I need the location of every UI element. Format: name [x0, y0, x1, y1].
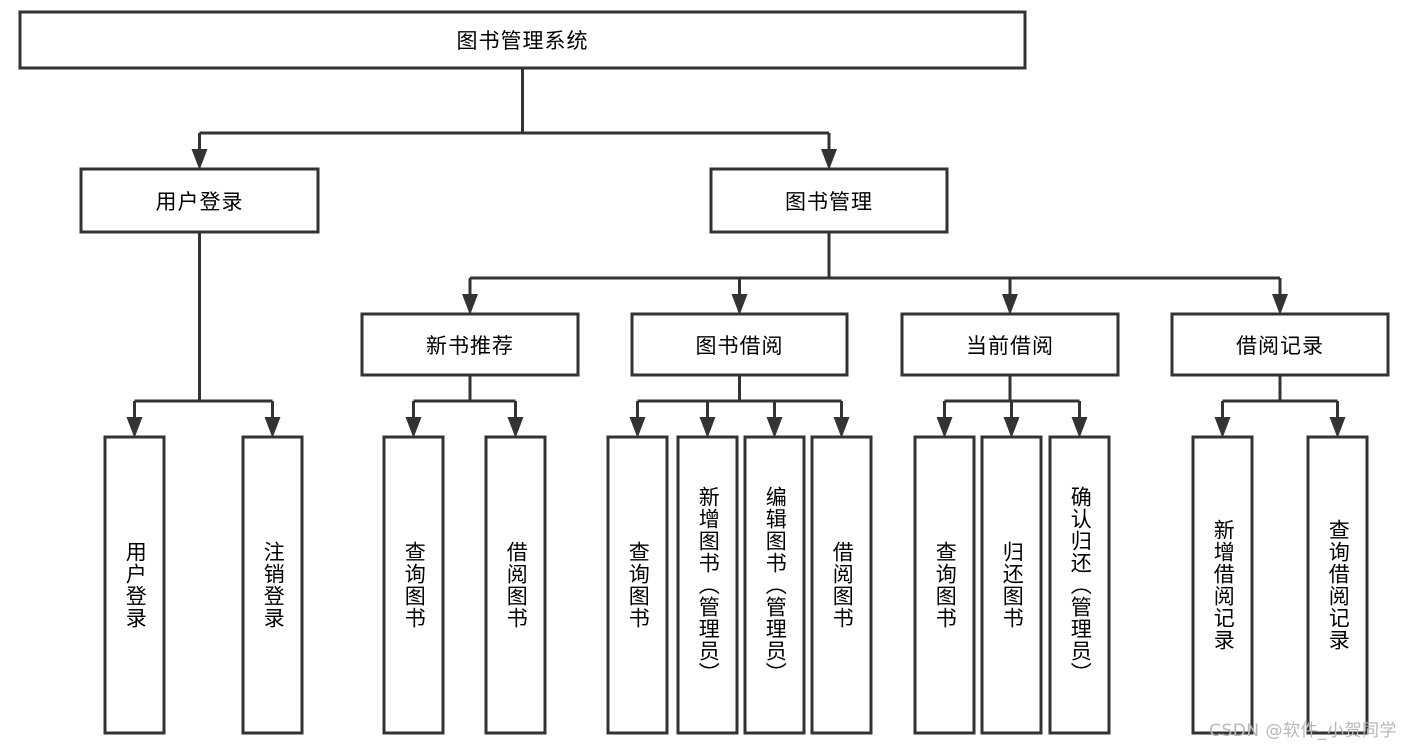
node-box-leaf-rec-borrow-book	[484, 435, 547, 735]
csdn-watermark: CSDN @软件_小贺同学	[1209, 721, 1397, 741]
arrow-head-l2-book-borrow-0	[629, 417, 646, 438]
arrow-head-l2-current-borrow-0	[936, 417, 953, 438]
arrow-head-l2-borrow-record-0	[1214, 417, 1231, 438]
node-box-leaf-bb-borrow-book	[810, 435, 873, 735]
node-box-l2-current-borrow	[900, 312, 1120, 377]
node-box-leaf-cb-query-book	[913, 435, 976, 735]
node-box-layer	[18, 10, 1390, 735]
arrow-head-l1-user-login-0	[126, 417, 143, 438]
arrow-head-l2-current-borrow-2	[1071, 417, 1088, 438]
arrow-head-l2-book-borrow-3	[833, 417, 850, 438]
arrow-head-l1-book-mgmt-2	[1002, 294, 1018, 315]
node-box-leaf-user-login	[103, 435, 166, 735]
connector-layer	[126, 68, 1346, 438]
node-box-l1-user-login	[79, 167, 320, 234]
arrow-head-l2-borrow-record-1	[1329, 417, 1346, 438]
arrow-head-root-0	[191, 149, 208, 170]
node-box-root	[18, 10, 1027, 70]
node-box-leaf-br-query-record	[1306, 435, 1369, 735]
arrow-head-l2-new-book-rec-1	[507, 417, 524, 438]
node-box-l2-borrow-record	[1170, 312, 1390, 377]
arrow-head-l1-book-mgmt-1	[731, 294, 748, 315]
arrow-head-root-1	[821, 149, 837, 170]
arrow-head-l2-book-borrow-1	[699, 417, 716, 438]
arrow-head-l1-book-mgmt-0	[462, 294, 478, 315]
node-box-leaf-logout	[241, 435, 304, 735]
node-box-leaf-cb-confirm-return	[1048, 435, 1111, 735]
node-box-leaf-bb-add-book	[676, 435, 739, 735]
node-box-leaf-bb-edit-book	[743, 435, 806, 735]
node-box-leaf-cb-return-book	[980, 435, 1043, 735]
node-box-leaf-br-add-record	[1191, 435, 1254, 735]
node-box-leaf-rec-query-book	[382, 435, 445, 735]
node-box-l1-book-mgmt	[709, 167, 949, 234]
arrow-head-l2-new-book-rec-0	[405, 417, 422, 438]
node-box-l2-book-borrow	[630, 312, 849, 377]
node-box-leaf-bb-query-book	[606, 435, 669, 735]
arrow-head-l1-user-login-1	[264, 417, 281, 438]
node-box-l2-new-book-rec	[360, 312, 580, 377]
arrow-head-l2-book-borrow-2	[766, 417, 783, 438]
arrow-head-l1-book-mgmt-3	[1272, 294, 1288, 315]
arrow-head-l2-current-borrow-1	[1003, 417, 1020, 438]
